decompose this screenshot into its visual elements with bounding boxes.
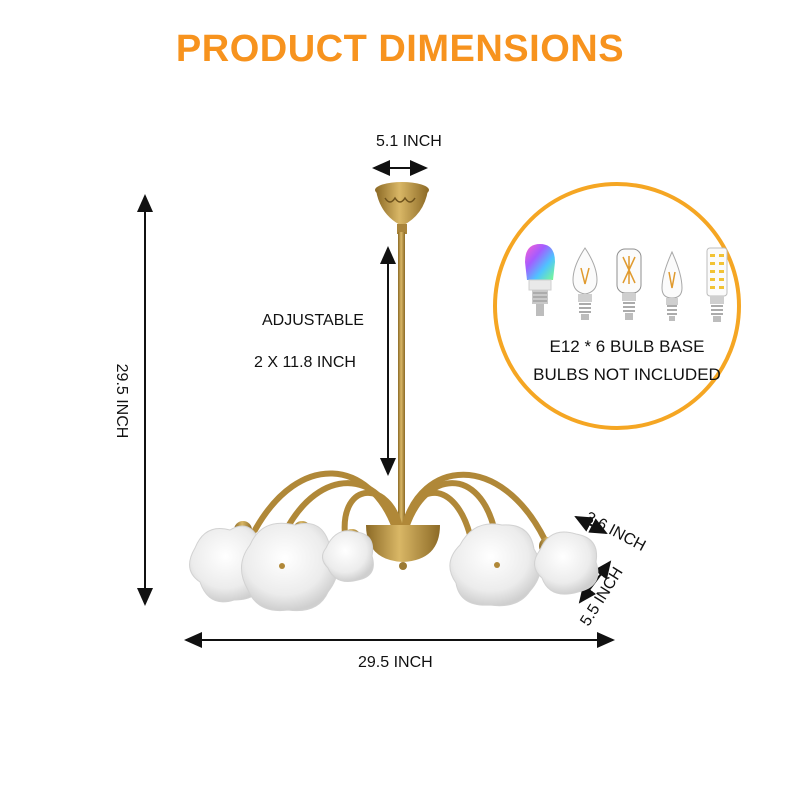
bulbs-not-included-label: BULBS NOT INCLUDED <box>533 365 721 384</box>
dimension-arrows <box>137 160 615 648</box>
flower-shade <box>534 531 599 595</box>
shade-depth-arrow <box>574 516 608 534</box>
ceiling-canopy <box>375 182 429 234</box>
rgb-bulb-icon <box>525 244 555 316</box>
bulb-base-label: E12 * 6 BULB BASE <box>549 337 705 356</box>
total-height-label: 29.5 INCH <box>113 363 130 439</box>
canopy-width-label: 5.1 INCH <box>376 133 442 150</box>
rod-length-label: 2 X 11.8 INCH <box>254 354 356 371</box>
adjustable-label: ADJUSTABLE <box>262 312 364 329</box>
candle-filament-bulb-icon <box>572 247 598 320</box>
flower-shade <box>322 530 374 582</box>
chandelier-arms <box>252 470 548 543</box>
chandelier-illustration <box>189 182 599 612</box>
flower-shades <box>189 521 599 612</box>
flame-tip-bulb-icon <box>661 250 683 321</box>
flower-shade <box>241 522 338 612</box>
flower-shade <box>449 523 541 607</box>
page-title: PRODUCT DIMENSIONS <box>175 28 625 70</box>
tubular-filament-bulb-icon <box>616 248 642 320</box>
down-rod <box>398 232 405 528</box>
corn-led-bulb-icon <box>706 247 728 322</box>
center-bowl <box>366 525 440 570</box>
total-width-label: 29.5 INCH <box>358 654 433 671</box>
bulb-info-circle <box>493 182 741 430</box>
